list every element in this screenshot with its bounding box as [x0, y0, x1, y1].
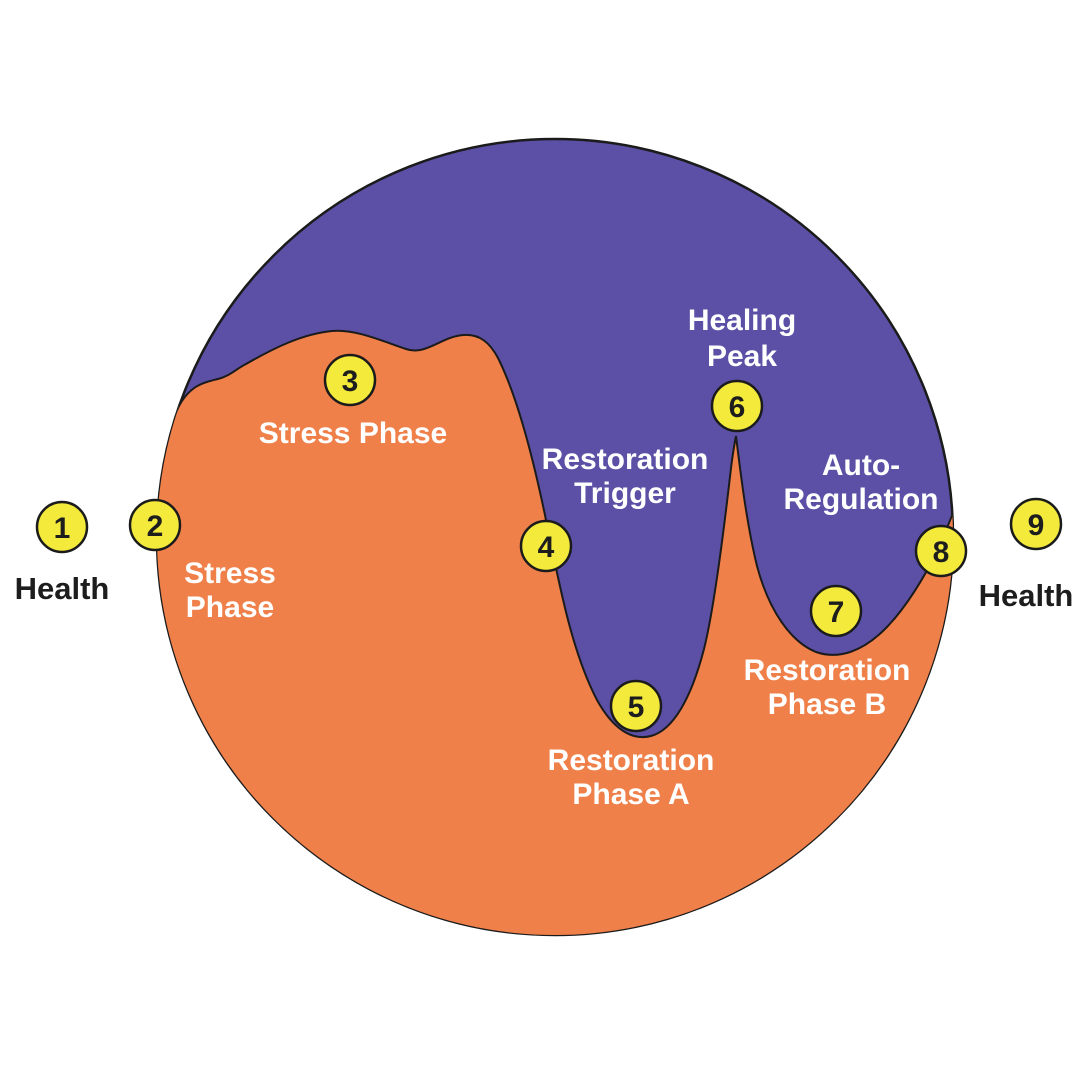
marker-circle [128, 498, 182, 552]
label-stress-line1: Stress [184, 557, 276, 590]
label-health-left: Health [15, 571, 110, 606]
label-auto-regulation1: Auto- [822, 449, 900, 482]
marker-9: 9 [1009, 497, 1063, 551]
label-restoration-a2: Phase A [572, 778, 689, 811]
marker-number: 7 [828, 596, 845, 629]
marker-number: 4 [538, 531, 555, 564]
marker-1: 1 [35, 500, 89, 554]
marker-circle [710, 379, 764, 433]
label-restoration-b2: Phase B [768, 688, 886, 721]
marker-4: 4 [519, 519, 573, 573]
label-healing-peak1: Healing [688, 304, 796, 337]
marker-circle [609, 679, 663, 733]
label-restoration-trigger1: Restoration [542, 443, 709, 476]
label-health-right: Health [979, 578, 1074, 613]
marker-number: 8 [933, 536, 950, 569]
label-restoration-b1: Restoration [744, 654, 911, 687]
marker-number: 3 [342, 365, 359, 398]
marker-circle [914, 524, 968, 578]
marker-3: 3 [323, 353, 377, 407]
label-stress-phase-top: Stress Phase [259, 417, 447, 450]
marker-5: 5 [609, 679, 663, 733]
marker-circle [35, 500, 89, 554]
marker-circle [809, 584, 863, 638]
marker-2: 2 [128, 498, 182, 552]
label-restoration-a1: Restoration [548, 744, 715, 777]
label-stress-line2: Phase [186, 591, 274, 624]
marker-6: 6 [710, 379, 764, 433]
label-restoration-trigger2: Trigger [574, 477, 676, 510]
marker-circle [323, 353, 377, 407]
marker-circle [1009, 497, 1063, 551]
marker-8: 8 [914, 524, 968, 578]
marker-number: 6 [729, 391, 746, 424]
marker-number: 5 [628, 691, 645, 724]
marker-number: 2 [147, 510, 164, 543]
marker-circle [519, 519, 573, 573]
marker-number: 9 [1028, 509, 1045, 542]
markers-group: 1 2 3 4 5 6 7 8 9 [35, 353, 1063, 733]
marker-number: 1 [54, 512, 71, 545]
label-auto-regulation2: Regulation [784, 483, 939, 516]
marker-7: 7 [809, 584, 863, 638]
label-healing-peak2: Peak [707, 340, 777, 373]
